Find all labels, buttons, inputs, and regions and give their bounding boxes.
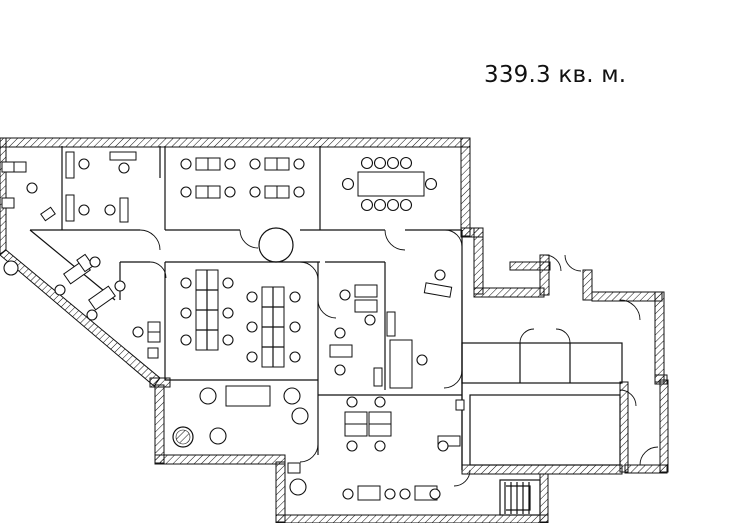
doors — [139, 229, 659, 487]
diagonal-office — [3, 253, 161, 359]
top-left-rooms — [1, 151, 137, 223]
staircase-icon — [506, 485, 531, 511]
lounge — [172, 385, 309, 496]
column — [258, 227, 294, 263]
meeting-room — [341, 156, 438, 212]
bottom-office — [342, 396, 465, 501]
outer-walls — [0, 137, 669, 523]
potted-plant-icon — [172, 426, 194, 448]
right-center-office — [329, 269, 453, 389]
interior-walls — [29, 146, 623, 516]
area-label: 339.3 кв. м. — [484, 62, 627, 88]
top-office-desks — [180, 157, 305, 199]
open-office-desks — [180, 269, 301, 368]
